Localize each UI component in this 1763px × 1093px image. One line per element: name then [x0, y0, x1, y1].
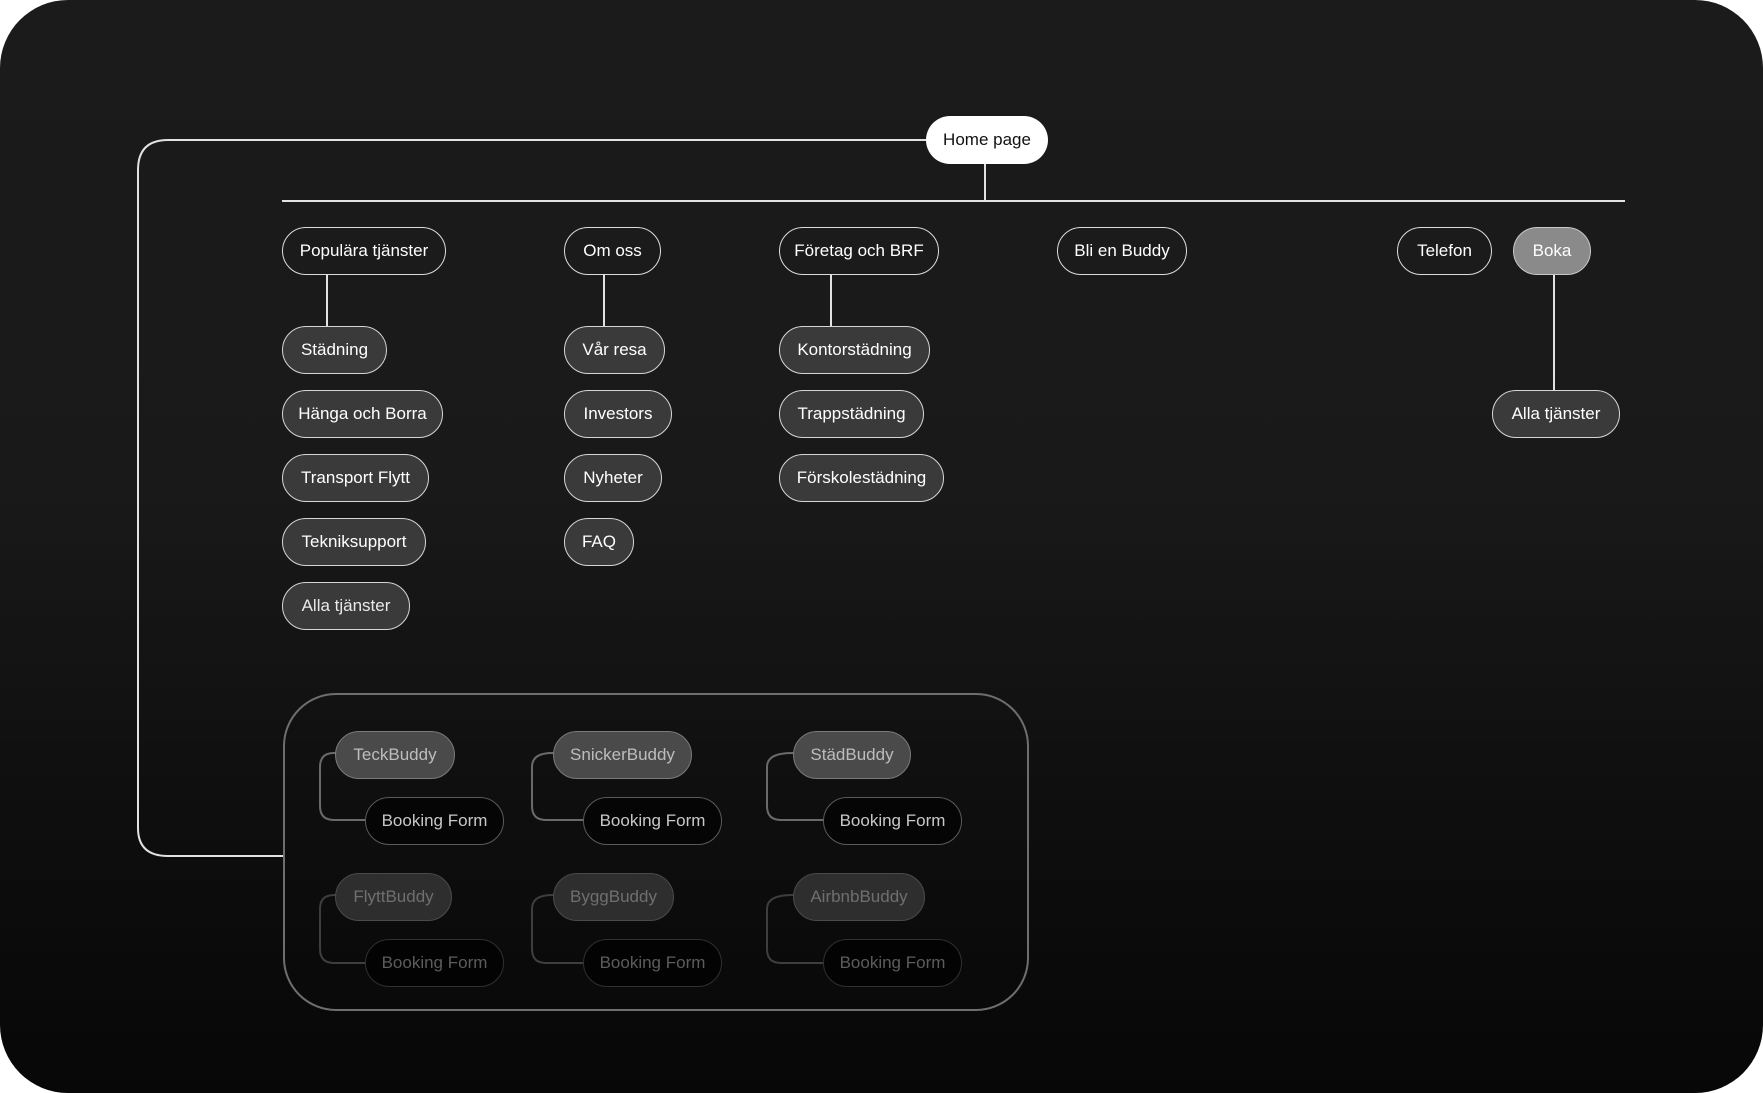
node-hanga-och-borra[interactable]: Hänga och Borra [282, 390, 443, 438]
node-flyttbuddy[interactable]: FlyttBuddy [335, 873, 452, 921]
connector-buddy-1 [531, 752, 584, 821]
node-transport-flytt[interactable]: Transport Flytt [282, 454, 429, 502]
node-airbnbbuddy[interactable]: AirbnbBuddy [793, 873, 925, 921]
node-teckbuddy-booking-form[interactable]: Booking Form [365, 797, 504, 845]
connector-buddy-2 [766, 752, 824, 821]
node-byggbuddy[interactable]: ByggBuddy [553, 873, 674, 921]
connector-buddy-0 [319, 752, 366, 821]
node-flyttbuddy-booking-form[interactable]: Booking Form [365, 939, 504, 987]
node-alla-tjanster[interactable]: Alla tjänster [282, 582, 410, 630]
connector-buddy-3 [319, 894, 366, 964]
node-stadbuddy-booking-form[interactable]: Booking Form [823, 797, 962, 845]
node-stadning[interactable]: Städning [282, 326, 387, 374]
node-forskolestadning[interactable]: Förskolestädning [779, 454, 944, 502]
node-tekniksupport[interactable]: Tekniksupport [282, 518, 426, 566]
node-snickerbuddy-booking-form[interactable]: Booking Form [583, 797, 722, 845]
nav-telefon[interactable]: Telefon [1397, 227, 1492, 275]
nav-boka[interactable]: Boka [1513, 227, 1591, 275]
node-boka-alla-tjanster[interactable]: Alla tjänster [1492, 390, 1620, 438]
node-trappstadning[interactable]: Trappstädning [779, 390, 924, 438]
connector-buddy-5 [766, 894, 824, 964]
connector-home-to-buddies [137, 139, 926, 857]
home-page-node[interactable]: Home page [926, 116, 1048, 164]
node-var-resa[interactable]: Vår resa [564, 326, 665, 374]
node-byggbuddy-booking-form[interactable]: Booking Form [583, 939, 722, 987]
node-stadbuddy[interactable]: StädBuddy [793, 731, 911, 779]
node-nyheter[interactable]: Nyheter [564, 454, 662, 502]
nav-populara-tjanster[interactable]: Populära tjänster [282, 227, 446, 275]
node-snickerbuddy[interactable]: SnickerBuddy [553, 731, 692, 779]
connector-buddy-4 [531, 894, 584, 964]
node-airbnbbuddy-booking-form[interactable]: Booking Form [823, 939, 962, 987]
buddy-group-frame [283, 693, 1029, 1011]
node-investors[interactable]: Investors [564, 390, 672, 438]
nav-bli-en-buddy[interactable]: Bli en Buddy [1057, 227, 1187, 275]
node-faq[interactable]: FAQ [564, 518, 634, 566]
nav-om-oss[interactable]: Om oss [564, 227, 661, 275]
node-teckbuddy[interactable]: TeckBuddy [335, 731, 455, 779]
nav-foretag-och-brf[interactable]: Företag och BRF [779, 227, 939, 275]
node-kontorstadning[interactable]: Kontorstädning [779, 326, 930, 374]
